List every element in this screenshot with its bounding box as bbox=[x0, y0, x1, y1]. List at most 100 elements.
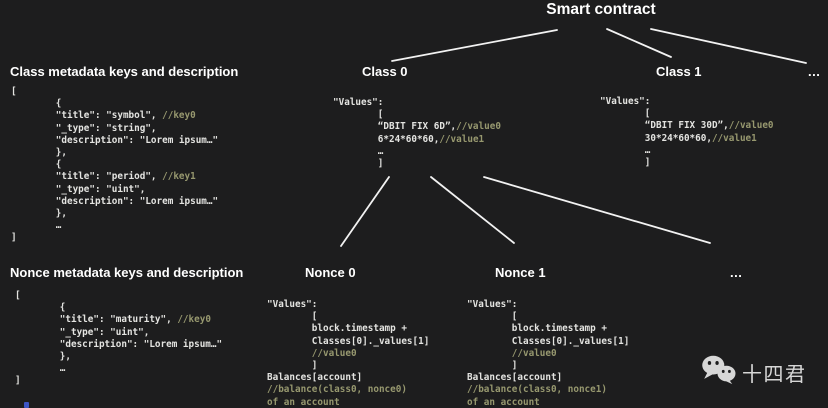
code-text: [ bbox=[11, 86, 17, 97]
nonce0-heading: Nonce 0 bbox=[305, 265, 356, 280]
code-text: "description": "Lorem ipsum…" bbox=[11, 134, 219, 146]
nonce1-code: "Values": [ block.timestamp + Classes[0]… bbox=[467, 299, 629, 408]
connector-line bbox=[650, 28, 807, 64]
code-line: [ bbox=[467, 311, 629, 323]
code-comment: //value0 bbox=[467, 347, 557, 359]
code-text: Classes[0]._values[1] bbox=[467, 335, 630, 347]
code-line: "_type": "string", bbox=[11, 123, 218, 135]
nonce1-heading: Nonce 1 bbox=[495, 265, 546, 280]
code-line: "Values": bbox=[600, 96, 774, 108]
code-line: "description": "Lorem ipsum…" bbox=[15, 339, 222, 351]
class1-heading: Class 1 bbox=[656, 64, 702, 79]
code-comment: //balance(class0, nonce1) bbox=[467, 384, 607, 396]
code-line: 30*24*60*60,//value1 bbox=[600, 133, 774, 145]
code-line: "description": "Lorem ipsum…" bbox=[11, 135, 218, 147]
code-line: { bbox=[11, 159, 218, 171]
code-line: 6*24*60*60,//value1 bbox=[333, 134, 501, 146]
nonce0-code: "Values": [ block.timestamp + Classes[0]… bbox=[267, 299, 429, 408]
nonce-metadata-heading: Nonce metadata keys and description bbox=[10, 265, 244, 280]
code-text: [ bbox=[333, 109, 384, 121]
code-line: { bbox=[15, 302, 222, 314]
code-text: … bbox=[333, 145, 384, 157]
code-text: 6*24*60*60, bbox=[333, 133, 440, 145]
code-line: "_type": "uint", bbox=[11, 184, 218, 196]
code-comment: of an account bbox=[267, 396, 340, 408]
code-line: … bbox=[15, 363, 222, 375]
wechat-icon bbox=[702, 355, 736, 385]
code-line: ] bbox=[15, 375, 222, 387]
code-text: … bbox=[11, 220, 62, 232]
code-text: "Values": bbox=[467, 299, 518, 310]
code-line: "Values": bbox=[267, 299, 429, 311]
code-text: }, bbox=[11, 208, 67, 220]
code-comment: //key1 bbox=[162, 171, 196, 183]
code-line: "title": "maturity", //key0 bbox=[15, 314, 222, 326]
class-metadata-heading: Class metadata keys and description bbox=[10, 64, 239, 79]
code-line: "_type": "uint", bbox=[15, 327, 222, 339]
code-comment: //value0 bbox=[728, 120, 774, 132]
code-text: { bbox=[11, 159, 62, 171]
code-text: "title": "period", bbox=[11, 171, 163, 183]
code-comment: //balance(class0, nonce0) bbox=[267, 384, 407, 396]
code-text: “DBIT FIX 6D”, bbox=[333, 121, 457, 133]
class1-code: "Values": [ “DBIT FIX 30D”,//value0 30*2… bbox=[600, 96, 774, 169]
class0-heading: Class 0 bbox=[362, 64, 408, 79]
code-line: "Values": bbox=[333, 97, 501, 109]
class-metadata-code: [ { "title": "symbol", //key0 "_type": "… bbox=[11, 86, 218, 245]
code-line: //value0 bbox=[467, 348, 629, 360]
code-line: … bbox=[11, 220, 218, 232]
more-nonces-ellipsis: ... bbox=[730, 265, 743, 280]
blue-artifact bbox=[24, 402, 29, 408]
code-text: "Values": bbox=[267, 299, 318, 310]
code-text: ] bbox=[11, 232, 17, 244]
code-text: ] bbox=[333, 158, 384, 170]
code-text: { bbox=[15, 302, 66, 314]
connector-line bbox=[430, 176, 515, 244]
code-text: ] bbox=[467, 360, 518, 372]
code-text: }, bbox=[11, 147, 67, 159]
code-text: block.timestamp + bbox=[267, 323, 407, 335]
code-line: [ bbox=[11, 86, 218, 98]
code-text: { bbox=[11, 98, 62, 110]
connector-line bbox=[391, 29, 558, 62]
code-line: ] bbox=[333, 158, 501, 170]
code-line: … bbox=[600, 145, 774, 157]
code-text: ] bbox=[600, 157, 651, 169]
code-line: ] bbox=[600, 157, 774, 169]
code-text: ] bbox=[267, 360, 318, 372]
code-comment: //key0 bbox=[162, 110, 196, 122]
code-line: ] bbox=[467, 360, 629, 372]
code-line: of an account bbox=[267, 397, 429, 408]
code-comment: //value1 bbox=[439, 133, 485, 145]
code-line: ] bbox=[267, 360, 429, 372]
code-text: "_type": "uint", bbox=[15, 326, 150, 338]
code-line: }, bbox=[11, 147, 218, 159]
code-text: [ bbox=[15, 290, 21, 301]
code-line: block.timestamp + bbox=[467, 323, 629, 335]
code-text: "Values": bbox=[600, 96, 651, 107]
code-comment: //value0 bbox=[456, 121, 501, 133]
code-line: Classes[0]._values[1] bbox=[267, 336, 430, 348]
code-text: [ bbox=[467, 311, 518, 323]
code-text: … bbox=[600, 144, 651, 156]
code-line: [ bbox=[600, 108, 774, 120]
watermark-label: 十四君 bbox=[742, 364, 807, 386]
code-line: of an account bbox=[467, 397, 629, 408]
nonce-metadata-code: [ { "title": "maturity", //key0 "_type":… bbox=[15, 290, 222, 388]
code-line: Balances[account] bbox=[267, 372, 429, 384]
code-line: [ bbox=[267, 311, 429, 323]
code-comment: of an account bbox=[467, 396, 540, 408]
more-classes-ellipsis: ... bbox=[808, 64, 821, 79]
code-line: [ bbox=[333, 109, 501, 121]
code-text: "description": "Lorem ipsum…" bbox=[11, 195, 219, 207]
code-line: { bbox=[11, 98, 218, 110]
code-text: "_type": "string", bbox=[11, 122, 157, 134]
code-line: Classes[0]._values[1] bbox=[467, 335, 630, 348]
code-text: "_type": "uint", bbox=[11, 183, 146, 195]
code-line: //value0 bbox=[267, 348, 429, 360]
code-line: [ bbox=[15, 290, 222, 302]
code-comment: //key0 bbox=[177, 314, 211, 326]
code-text: “DBIT FIX 30D”, bbox=[600, 120, 729, 132]
